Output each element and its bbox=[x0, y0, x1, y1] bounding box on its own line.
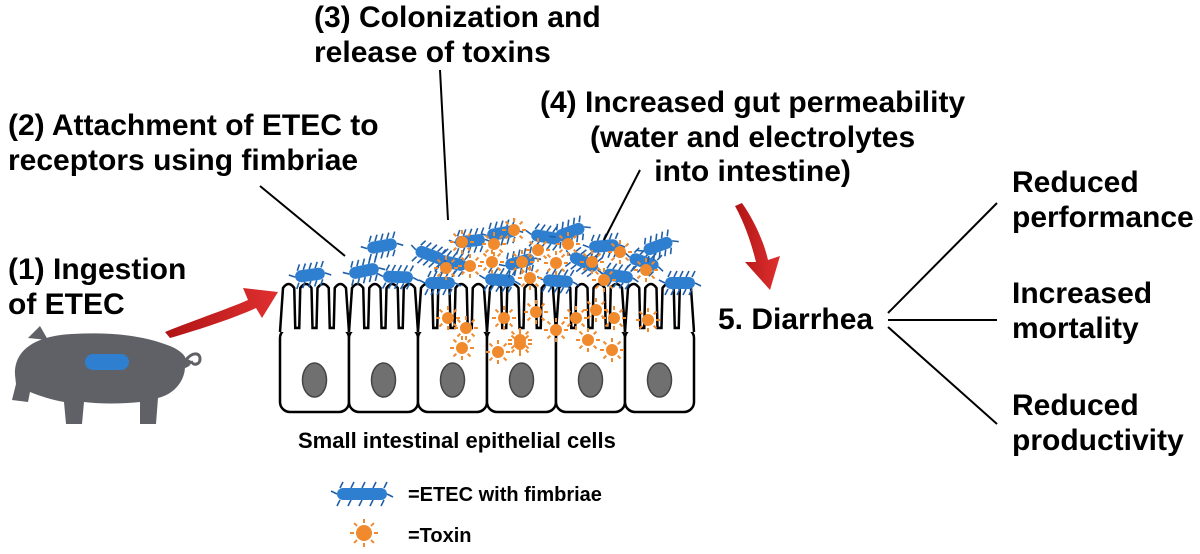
cell-nucleus bbox=[646, 362, 673, 398]
toxin-icon bbox=[508, 332, 532, 356]
outcome-mortality: Increased mortality bbox=[1012, 277, 1152, 346]
etec-bacterium-icon bbox=[549, 215, 591, 249]
outcome-productivity: Reduced productivity bbox=[1012, 389, 1184, 458]
epithelial-cell bbox=[278, 282, 351, 414]
outcome-performance-line1: Reduced bbox=[1012, 166, 1139, 199]
cell-nucleus bbox=[508, 362, 535, 398]
cell-nucleus bbox=[577, 362, 604, 398]
toxin-icon bbox=[576, 328, 600, 352]
step-attachment-line1: (2) Attachment of ETEC to bbox=[8, 109, 379, 142]
etec-bacterium-icon bbox=[658, 270, 702, 296]
outcome-productivity-line1: Reduced bbox=[1012, 389, 1139, 422]
pig-icon bbox=[12, 326, 202, 424]
step-permeability-label: (4) Increased gut permeability (water an… bbox=[540, 86, 965, 190]
etec-bacterium-icon bbox=[360, 231, 404, 261]
legend-toxin-icon bbox=[350, 519, 378, 547]
toxin-icon bbox=[634, 258, 658, 282]
microvilli bbox=[347, 282, 420, 333]
outcome-productivity-line2: productivity bbox=[1012, 423, 1184, 457]
legend-etec-icon bbox=[330, 481, 394, 507]
toxin-icon bbox=[544, 251, 568, 275]
toxin-icon bbox=[580, 250, 604, 274]
toxin-icon bbox=[592, 268, 616, 292]
legend-etec-label: =ETEC with fimbriae bbox=[408, 484, 602, 506]
step-permeability-line1: (4) Increased gut permeability bbox=[540, 86, 966, 119]
step-attachment-label: (2) Attachment of ETEC to receptors usin… bbox=[8, 109, 379, 178]
toxin-icon bbox=[480, 250, 504, 274]
toxin-icon bbox=[524, 300, 548, 324]
pointer-line-colonization bbox=[439, 69, 449, 221]
etec-bacterium-icon bbox=[330, 481, 394, 507]
step-diarrhea-label: 5. Diarrhea bbox=[718, 303, 874, 336]
outcome-performance-line2: performance bbox=[1012, 200, 1194, 234]
step-colonization-line2: release of toxins bbox=[314, 35, 551, 69]
pointer-line-attachment bbox=[259, 185, 346, 257]
red-down-arrow-icon bbox=[735, 203, 780, 290]
toxin-icon bbox=[502, 218, 526, 242]
cell-nucleus bbox=[439, 362, 466, 398]
toxin-icon bbox=[454, 316, 478, 340]
toxin-icon bbox=[556, 232, 580, 256]
cell-nucleus bbox=[370, 362, 397, 398]
epithelial-cell bbox=[485, 282, 558, 414]
etec-bacterium-icon bbox=[342, 255, 386, 287]
step-colonization-label: (3) Colonization and release of toxins bbox=[314, 1, 601, 70]
etec-bacterium-icon bbox=[376, 264, 420, 290]
microvilli bbox=[416, 282, 489, 333]
step-attachment-line2: receptors using fimbriae bbox=[8, 143, 359, 177]
toxin-icon bbox=[450, 230, 474, 254]
etec-bacterium-icon bbox=[410, 240, 450, 270]
toxin-icon bbox=[544, 318, 568, 342]
epithelial-cell bbox=[623, 282, 696, 414]
cell-nucleus bbox=[301, 362, 328, 398]
outcome-line-performance bbox=[887, 202, 998, 314]
toxin-icon bbox=[518, 266, 542, 290]
epithelial-cells bbox=[278, 282, 696, 414]
etec-bacterium-icon bbox=[637, 229, 679, 263]
step-ingestion-line2: of ETEC bbox=[8, 287, 125, 321]
toxin-icon bbox=[600, 338, 624, 362]
toxin-icon bbox=[486, 340, 510, 364]
toxin-icon bbox=[350, 519, 378, 547]
step-ingestion-label: (1) Ingestion of ETEC bbox=[8, 253, 186, 322]
etec-bacterium-icon bbox=[478, 266, 522, 294]
legend-toxin-label: =Toxin bbox=[408, 525, 472, 547]
etec-and-toxins bbox=[288, 215, 702, 364]
outcome-mortality-line1: Increased bbox=[1012, 277, 1153, 310]
toxin-icon bbox=[636, 308, 660, 332]
etec-bacterium-icon bbox=[288, 260, 332, 290]
step-permeability-line3: into intestine) bbox=[654, 155, 851, 188]
toxin-icon bbox=[458, 254, 482, 278]
toxin-icon bbox=[526, 238, 550, 262]
toxin-icon bbox=[434, 256, 458, 280]
etec-bacterium-on-pig bbox=[85, 354, 129, 370]
step-colonization-line1: (3) Colonization and bbox=[314, 1, 601, 34]
etec-bacterium-icon bbox=[536, 267, 580, 295]
outcome-mortality-line2: mortality bbox=[1012, 311, 1139, 345]
microvilli bbox=[623, 282, 696, 333]
cells-caption: Small intestinal epithelial cells bbox=[298, 428, 616, 453]
pointer-line-permeability bbox=[603, 169, 641, 241]
toxin-icon bbox=[482, 232, 506, 256]
step-permeability-line2: (water and electrolytes bbox=[590, 120, 916, 154]
step-ingestion-line1: (1) Ingestion bbox=[8, 253, 187, 286]
toxin-icon bbox=[492, 306, 516, 330]
epithelial-cell bbox=[347, 282, 420, 414]
toxin-icon bbox=[602, 306, 626, 330]
toxin-icon bbox=[436, 306, 460, 330]
outcome-line-productivity bbox=[887, 326, 998, 425]
toxin-icon bbox=[450, 336, 474, 360]
microvilli bbox=[278, 282, 351, 333]
toxin-icon bbox=[608, 240, 632, 264]
outcome-performance: Reduced performance bbox=[1012, 166, 1194, 235]
red-curved-arrow-icon bbox=[165, 288, 278, 338]
